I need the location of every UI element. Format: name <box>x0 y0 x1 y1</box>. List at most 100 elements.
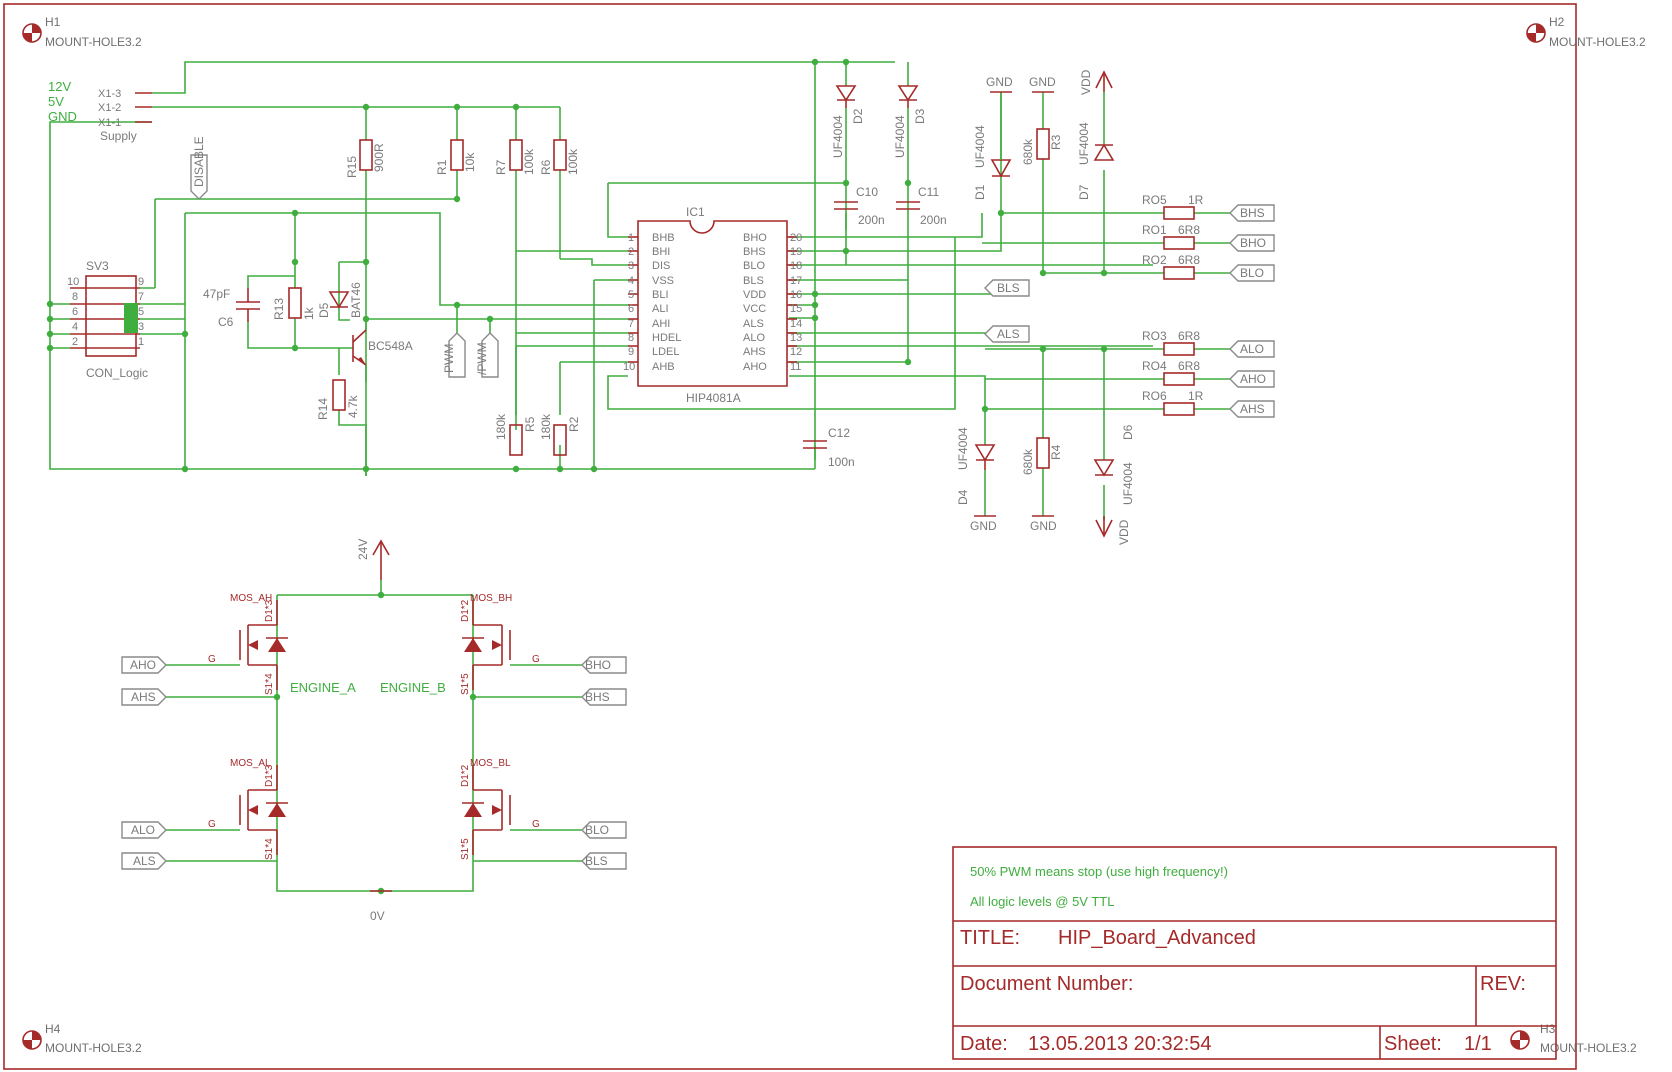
c12-value: 100n <box>828 455 855 469</box>
vdd-bottom: VDD <box>1095 516 1131 545</box>
ro4-ref: RO4 <box>1142 359 1167 373</box>
c12-ref: C12 <box>828 426 850 440</box>
flag-alo-left: ALO <box>121 821 167 839</box>
diode-d3: UF4004 D3 <box>893 85 927 158</box>
c11-ref: C11 <box>918 185 939 199</box>
ic-pin-20-name: BHO <box>743 232 767 244</box>
flag-blo-bridge-label: BLO <box>585 823 609 837</box>
ic-pin-20-num: 20 <box>790 232 802 244</box>
mos-bl-drain: D1*2 <box>460 764 471 787</box>
flag-blo-bridge: BLO <box>581 821 627 839</box>
mosfet-al: MOS_AL D1*3 S1*4 G <box>208 758 288 860</box>
gnd-bottom: GND GND <box>970 515 1057 533</box>
flag-als-mid-label: ALS <box>997 327 1020 341</box>
gnd-bottom-label-1: GND <box>970 519 997 533</box>
ic-pin-1-name: BHB <box>652 232 675 244</box>
sv3-pin-8: 8 <box>72 291 78 303</box>
c11-value: 200n <box>920 213 947 227</box>
h1-value: MOUNT-HOLE3.2 <box>45 35 142 49</box>
vdd-top-label: VDD <box>1079 69 1093 95</box>
resistor-r4: 680k R4 <box>1021 437 1063 475</box>
ro2-ref: RO2 <box>1142 253 1167 267</box>
flag-bhs-right-label: BHS <box>1240 206 1265 220</box>
ic-pin-3-num: 3 <box>628 260 634 272</box>
flag-bls-bridge-label: BLS <box>585 854 608 868</box>
flag-blo-right-label: BLO <box>1240 266 1264 280</box>
h3-value: MOUNT-HOLE3.2 <box>1540 1041 1637 1055</box>
ic-pin-8-name: HDEL <box>652 332 681 344</box>
d7-ref: D7 <box>1077 184 1091 200</box>
ic-pin-12-name: AHS <box>743 346 766 358</box>
mount-hole-h4: H4 MOUNT-HOLE3.2 <box>22 1022 142 1055</box>
sv3-pin-1: 1 <box>138 336 144 348</box>
flag-bhs-bridge: BHS <box>581 688 627 706</box>
diode-d5: D5 BAT46 <box>317 282 363 318</box>
supply-connector: 12V 5V GND X1-3 X1-2 X1-1 Supply <box>48 79 152 143</box>
d6-value: UF4004 <box>1121 462 1135 505</box>
title-value: HIP_Board_Advanced <box>1058 927 1256 949</box>
mos-al-source: S1*4 <box>264 838 275 860</box>
ic-ref: IC1 <box>686 205 705 219</box>
ic-pin-18-name: BLO <box>743 260 765 272</box>
resistor-ro1: RO1 6R8 <box>1142 223 1200 250</box>
resistor-ro6: RO6 1R <box>1142 389 1204 416</box>
drawing-frame <box>3 3 1577 1070</box>
gnd-bottom-label-2: GND <box>1030 519 1057 533</box>
d6-ref: D6 <box>1121 424 1135 440</box>
flag-bho-right: BHO <box>1229 234 1275 252</box>
mosfet-ah: MOS_AH D1*3 S1*4 G <box>208 593 288 695</box>
mos-bl-source: S1*5 <box>460 838 471 860</box>
ic-pin-6-name: ALI <box>652 303 669 315</box>
flag-bho-bridge-label: BHO <box>585 658 611 672</box>
r13-value: 1k <box>302 306 316 320</box>
r5-value: 180k <box>494 413 508 440</box>
mount-hole-h3: H3 MOUNT-HOLE3.2 <box>1510 1022 1637 1055</box>
vdd-top: VDD <box>1079 69 1113 95</box>
ro3-ref: RO3 <box>1142 329 1167 343</box>
mosfet-bl: MOS_BL D1*2 S1*5 G <box>460 758 540 860</box>
d1-ref: D1 <box>973 184 987 200</box>
ic-pin-1-num: 1 <box>628 232 634 244</box>
r15-value: 900R <box>372 143 386 172</box>
ro4-value: 6R8 <box>1178 359 1200 373</box>
resistor-r3: 680k R3 <box>1021 128 1063 165</box>
ic-pin-13-num: 13 <box>790 332 802 344</box>
d5-value: BAT46 <box>349 282 363 318</box>
r1-value: 10k <box>463 152 477 172</box>
ic-pin-19-name: BHS <box>743 246 766 258</box>
title-label: TITLE: <box>960 927 1020 949</box>
flag-als-left-label: ALS <box>133 854 156 868</box>
d7-value: UF4004 <box>1077 122 1091 165</box>
r15-ref: R15 <box>345 156 359 178</box>
mos-bl-gate: G <box>532 819 540 830</box>
flag-aho-left-label: AHO <box>130 658 156 672</box>
sv3-name: CON_Logic <box>86 366 148 380</box>
flag-npwm: /PWM <box>475 332 499 378</box>
ic-pin-3-name: DIS <box>652 260 670 272</box>
flag-ahs-left-label: AHS <box>131 690 156 704</box>
d3-value: UF4004 <box>893 115 907 158</box>
sv3-pin-3: 3 <box>138 321 144 333</box>
connector-sv3: SV3 CON_Logic 10 8 6 4 2 9 7 5 3 1 <box>67 259 148 380</box>
d4-ref: D4 <box>956 489 970 505</box>
date-label: Date: <box>960 1033 1008 1055</box>
r6-value: 100k <box>566 148 580 175</box>
d2-value: UF4004 <box>831 115 845 158</box>
gnd-top-label-2: GND <box>1029 75 1056 89</box>
r2-value: 180k <box>539 413 553 440</box>
resistor-r1: R1 10k <box>435 139 477 175</box>
supply-5v-label: 5V <box>48 94 64 109</box>
ro2-value: 6R8 <box>1178 253 1200 267</box>
ic-hip4081a: IC1 HIP4081A 1 BHB 2 BHI 3 DIS 4 VSS 5 B… <box>623 205 802 405</box>
resistor-ro3: RO3 6R8 <box>1142 329 1200 356</box>
flag-ahs-right-label: AHS <box>1240 402 1265 416</box>
flag-als-mid: ALS <box>984 325 1030 343</box>
transistor-bc548a: BC548A <box>352 329 413 366</box>
resistor-r6: R6 100k <box>539 139 580 175</box>
flag-bls-mid: BLS <box>984 279 1030 297</box>
ic-pin-9-name: LDEL <box>652 346 680 358</box>
r2-ref: R2 <box>567 416 581 432</box>
ic-pin-17-num: 17 <box>790 275 802 287</box>
flag-alo-right-label: ALO <box>1240 342 1264 356</box>
